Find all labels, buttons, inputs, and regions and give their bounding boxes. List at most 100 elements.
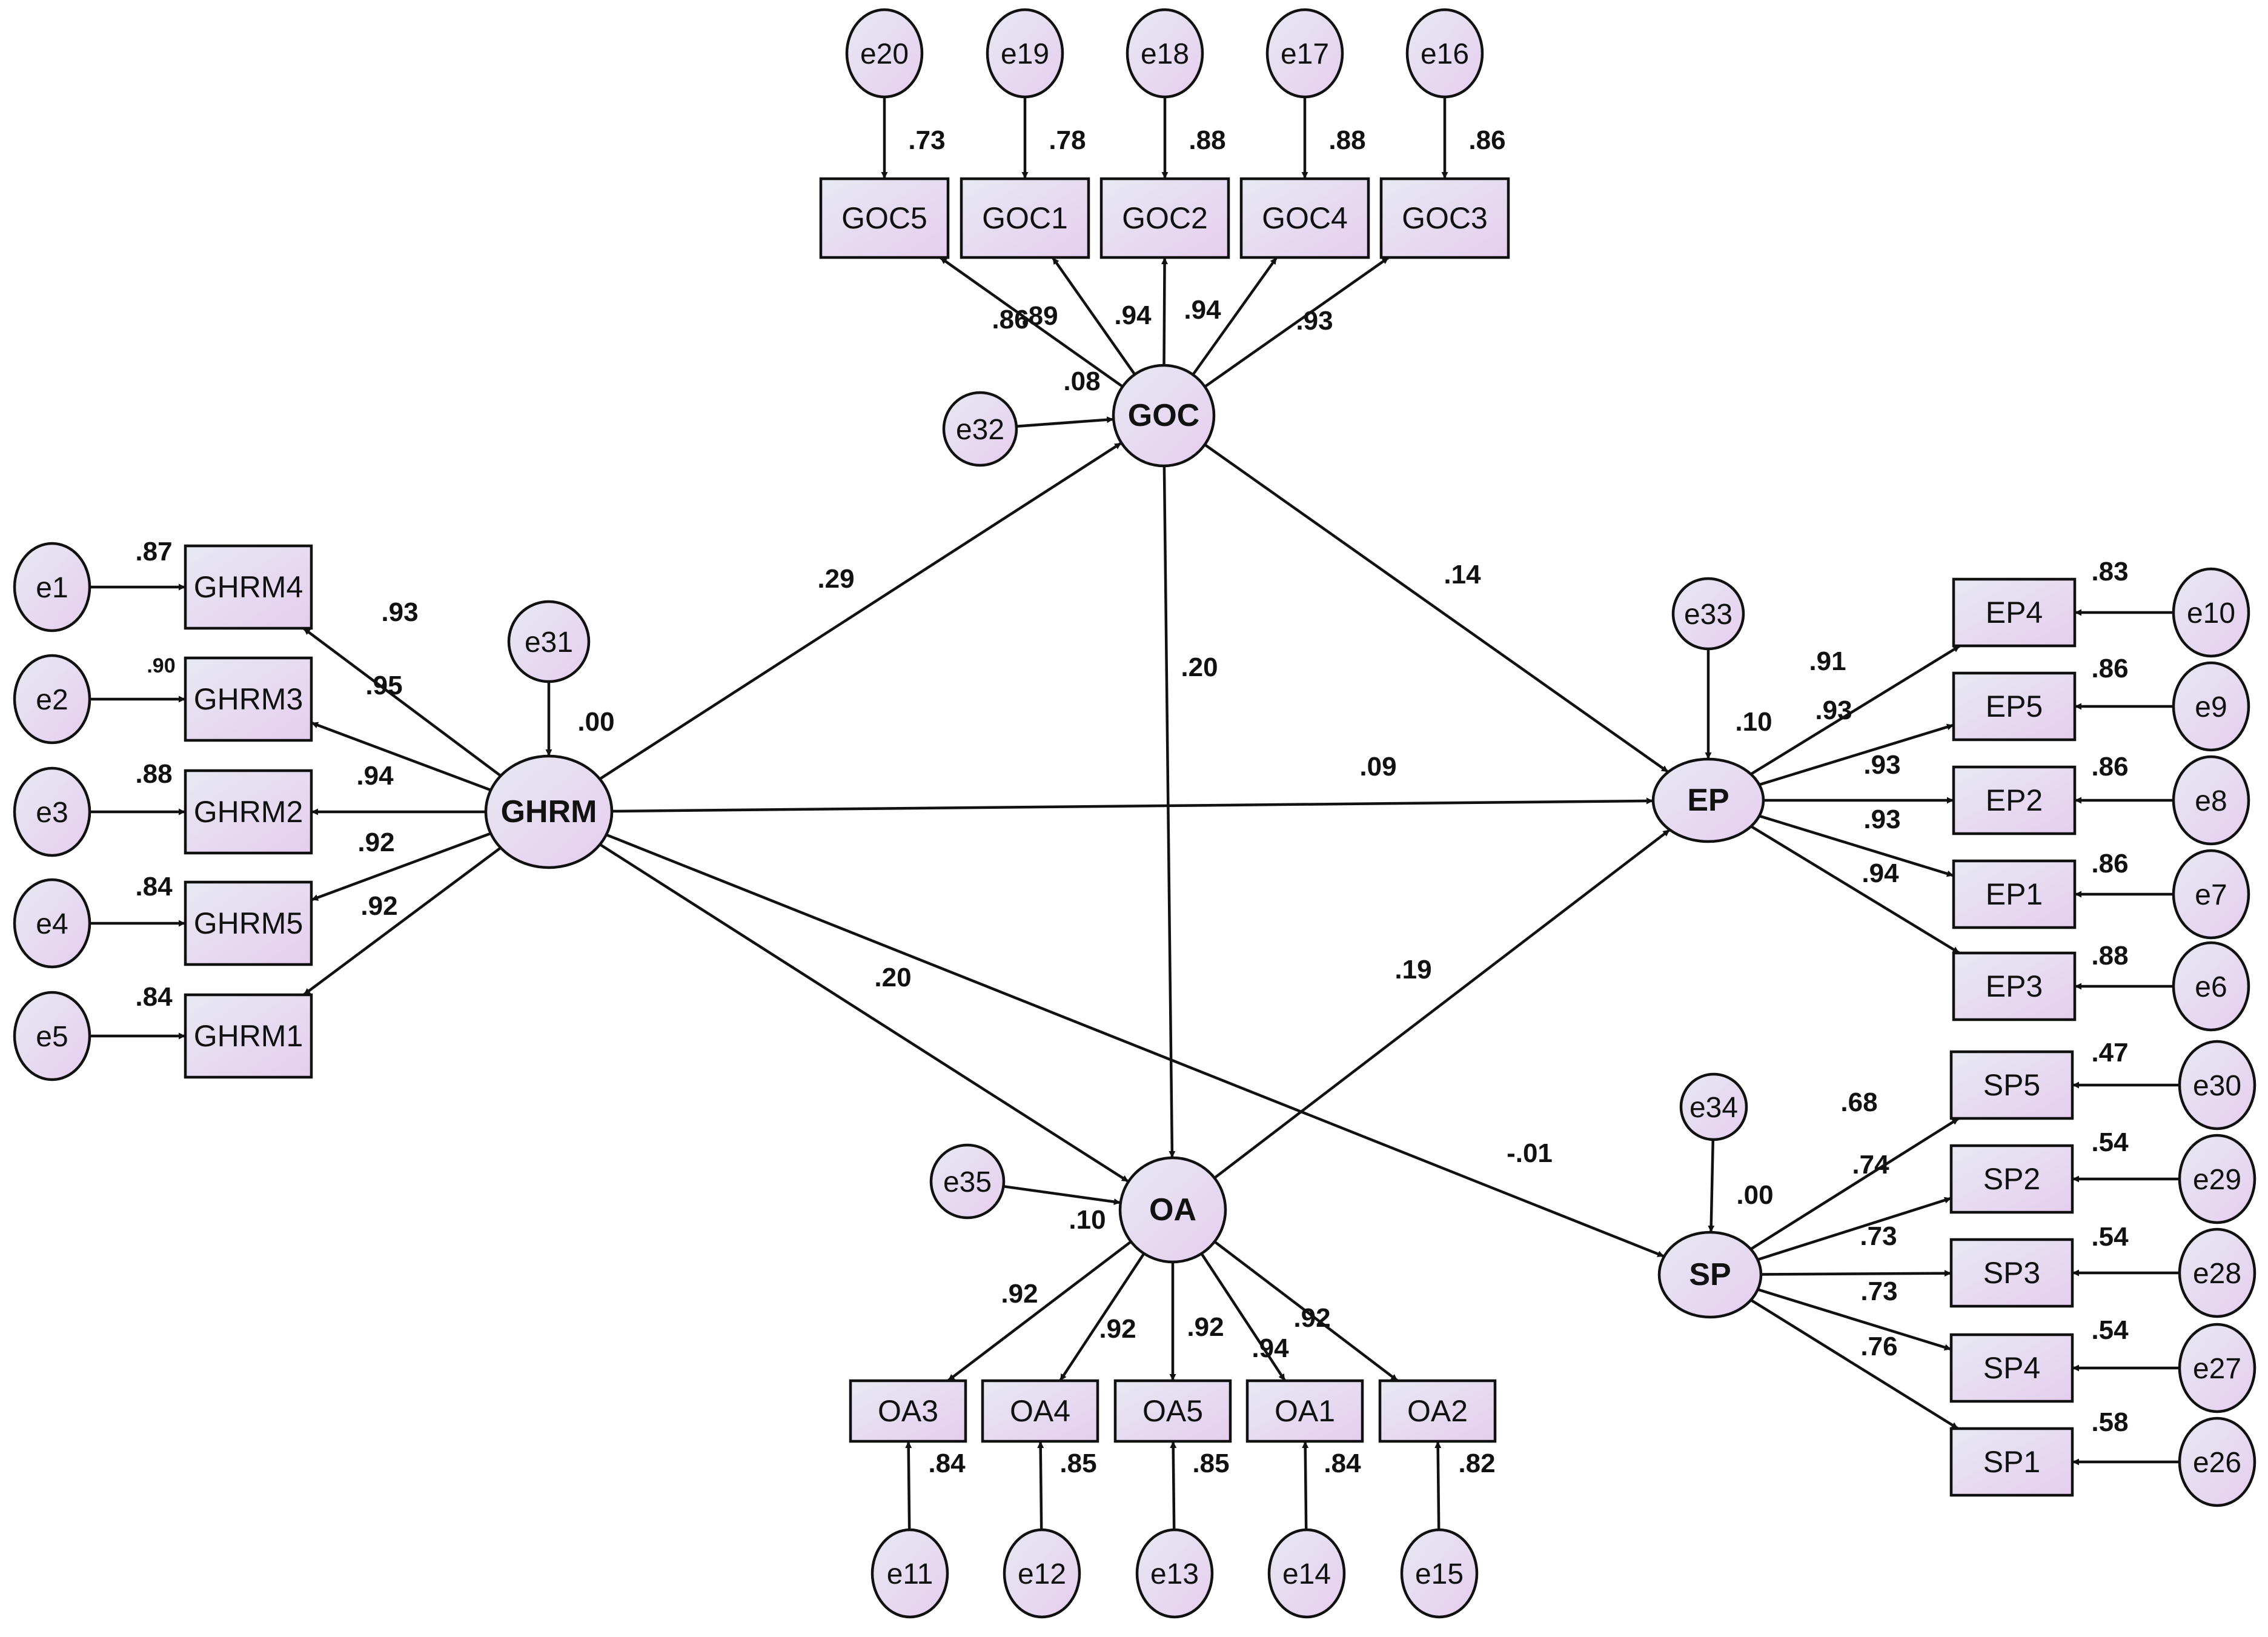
error-term-label: e9 — [2195, 691, 2227, 723]
error-term-e28: e28 — [2178, 1227, 2256, 1318]
path-arrow-oa-to-ep — [1213, 828, 1671, 1180]
error-term-shape — [1671, 577, 1745, 651]
coefficient-label-e29-sp2: .54 — [2091, 1127, 2129, 1157]
observed-variable-box — [1949, 1333, 2074, 1403]
error-term-shape — [2172, 567, 2250, 658]
observed-variable-box — [1949, 1144, 2074, 1214]
observed-variable-box — [1952, 577, 2077, 648]
error-term-e33: e33 — [1671, 577, 1745, 651]
path-arrow-ghrm-to-ghrm4 — [302, 627, 502, 777]
observed-variable-sp4: SP4 — [1949, 1333, 2074, 1403]
coefficient-label-e12-oa4: .85 — [1059, 1449, 1096, 1478]
observed-variable-oa1: OA1 — [1245, 1379, 1364, 1443]
error-term-e12: e12 — [1003, 1528, 1081, 1619]
coefficient-label-oa-oa4: .92 — [1099, 1314, 1136, 1344]
path-arrow-goc-to-goc3 — [1204, 256, 1390, 388]
error-term-label: e6 — [2195, 971, 2227, 1003]
observed-variable-box — [1952, 859, 2077, 929]
path-arrow-e32-to-goc — [1016, 416, 1114, 428]
observed-variable-sp5: SP5 — [1949, 1050, 2074, 1120]
observed-variable-box — [1952, 671, 2077, 742]
coefficient-label-goc-oa: .20 — [1181, 652, 1218, 682]
observed-variable-ep4: EP4 — [1952, 577, 2077, 648]
path-arrow-e14-to-oa1 — [1302, 1441, 1309, 1530]
observed-variable-label: GOC5 — [841, 201, 927, 235]
coefficient-label-oa-oa3: .92 — [1001, 1279, 1038, 1309]
error-term-shape — [2178, 1134, 2256, 1224]
error-term-shape — [1135, 1528, 1214, 1619]
error-term-shape — [942, 391, 1018, 467]
error-term-label: e28 — [2193, 1258, 2241, 1290]
coefficient-label-ghrm-ep: .09 — [1359, 752, 1396, 782]
error-term-shape — [870, 1528, 949, 1619]
coefficient-label-ep-ep2: .93 — [1863, 750, 1900, 780]
coefficient-label-sp-sp1: .76 — [1860, 1332, 1897, 1361]
observed-variable-label: OA4 — [1010, 1394, 1070, 1428]
error-term-e15: e15 — [1400, 1528, 1479, 1619]
error-term-e1: e1 — [13, 542, 91, 633]
observed-variable-goc5: GOC5 — [819, 177, 950, 259]
error-term-shape — [986, 8, 1064, 99]
coefficient-label-e30-sp5: .47 — [2091, 1038, 2128, 1068]
coefficient-label-e32-goc: .08 — [1063, 367, 1100, 396]
error-term-label: e20 — [860, 38, 909, 70]
error-term-shape — [2178, 1323, 2256, 1413]
edges — [90, 97, 2180, 1530]
coefficient-label-e18-goc2: .88 — [1189, 125, 1225, 155]
latent-variable-label: GHRM — [501, 794, 597, 829]
error-term-label: e17 — [1281, 38, 1329, 70]
observed-variable-oa5: OA5 — [1113, 1379, 1232, 1443]
coefficient-label-e17-goc4: .88 — [1328, 125, 1365, 155]
observed-variable-label: SP1 — [1983, 1445, 2041, 1479]
path-arrow-ghrm-to-ghrm1 — [302, 846, 502, 996]
observed-variable-box — [1949, 1427, 2074, 1497]
observed-variable-box — [849, 1379, 967, 1443]
coefficient-label-goc-ep: .14 — [1444, 560, 1481, 589]
error-term-e5: e5 — [13, 991, 91, 1081]
observed-variable-box — [960, 177, 1090, 259]
observed-variable-label: GOC3 — [1402, 201, 1488, 235]
observed-variable-box — [1952, 765, 2077, 835]
coefficient-label-goc-goc3: .93 — [1296, 306, 1333, 336]
error-term-shape — [13, 766, 91, 857]
error-term-shape — [1003, 1528, 1081, 1619]
path-arrow-goc-to-goc4 — [1192, 256, 1278, 376]
path-arrow-e15-to-oa2 — [1434, 1441, 1442, 1530]
coefficient-label-oa-ep: .19 — [1394, 955, 1431, 985]
coefficient-label-ghrm-ghrm3: .95 — [365, 671, 402, 700]
error-term-label: e27 — [2193, 1353, 2241, 1385]
latent-variable-label: GOC — [1128, 398, 1199, 433]
coefficient-label-ghrm-oa: .20 — [874, 963, 911, 992]
error-term-e29: e29 — [2178, 1134, 2256, 1224]
observed-variable-oa2: OA2 — [1378, 1379, 1497, 1443]
error-term-label: e29 — [2193, 1164, 2241, 1196]
coefficient-label-e11-oa3: .84 — [928, 1449, 966, 1478]
coefficient-label-e1-ghrm4: .87 — [135, 537, 172, 566]
observed-variable-label: GHRM5 — [194, 906, 303, 940]
observed-variable-label: OA5 — [1142, 1394, 1203, 1428]
error-term-label: e16 — [1421, 38, 1469, 70]
error-term-e11: e11 — [870, 1528, 949, 1619]
coefficient-label-oa-oa5: .92 — [1187, 1312, 1224, 1342]
error-term-label: e10 — [2187, 597, 2235, 629]
error-term-label: e7 — [2195, 879, 2227, 911]
observed-variable-label: GHRM4 — [194, 570, 303, 604]
coefficient-label-e26-sp1: .58 — [2091, 1407, 2128, 1437]
observed-variable-box — [1949, 1050, 2074, 1120]
path-arrow-oa-to-oa3 — [947, 1240, 1132, 1382]
error-term-label: e19 — [1001, 38, 1049, 70]
coefficient-label-goc-goc4: .94 — [1184, 295, 1221, 325]
coefficient-label-e5-ghrm1: .84 — [135, 982, 173, 1012]
path-arrow-sp-to-sp4 — [1757, 1288, 1952, 1351]
observed-variable-box — [819, 177, 950, 259]
error-term-label: e30 — [2193, 1070, 2241, 1102]
observed-variable-label: GHRM2 — [194, 795, 303, 829]
observed-variable-label: SP3 — [1983, 1256, 2041, 1290]
path-arrow-ghrm-to-ghrm3 — [311, 721, 491, 792]
latent-variable-label: EP — [1687, 783, 1729, 818]
observed-variable-box — [1952, 951, 2077, 1021]
path-arrow-ghrm-to-goc — [598, 442, 1122, 780]
coefficient-label-ghrm-ghrm2: .94 — [356, 761, 394, 791]
error-term-label: e35 — [943, 1166, 992, 1198]
error-term-shape — [2172, 849, 2250, 940]
